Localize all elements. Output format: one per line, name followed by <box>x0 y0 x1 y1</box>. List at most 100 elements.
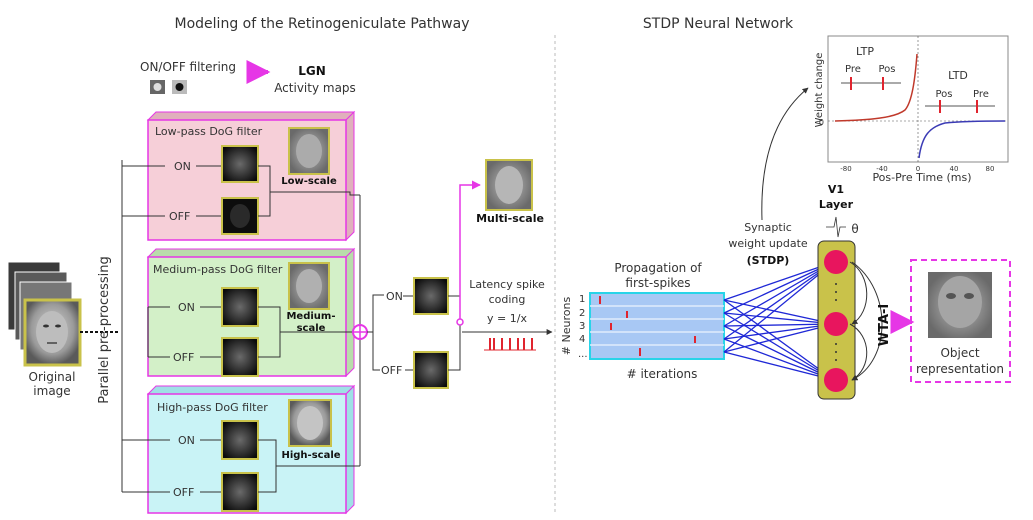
filter-med-side <box>345 247 355 378</box>
high-off-map <box>221 472 259 512</box>
prop-row-5: ... <box>578 349 588 360</box>
filter-high-side <box>345 384 355 515</box>
ltp-label: LTP <box>856 45 874 58</box>
low-scale-face <box>296 134 322 168</box>
low-off-glow <box>230 204 250 228</box>
filter-low-top <box>146 111 356 121</box>
v1-label-1: V1 <box>828 183 844 196</box>
ltp-pos-label: Pos <box>878 64 895 75</box>
threshold-spike-icon <box>826 216 846 238</box>
face-eye-left <box>43 324 49 328</box>
filter-low-title: Low-pass DoG filter <box>155 125 263 138</box>
high-on-map <box>221 420 259 460</box>
object-label-2: representation <box>916 362 1004 376</box>
parallel-label: Parallel pre-processing <box>97 256 112 404</box>
spike-train <box>484 338 536 351</box>
prop-grid-lines <box>590 305 724 346</box>
stdp-tick-3: 0 <box>916 165 920 173</box>
network-connections <box>723 261 835 381</box>
original-label-2: image <box>33 384 70 398</box>
v1-neuron-1 <box>824 250 848 274</box>
onoff-label: ON/OFF filtering <box>140 60 236 74</box>
latency-label-1: Latency spike <box>469 278 545 291</box>
combined-on: ON <box>386 290 403 303</box>
lgn-label: LGN <box>298 64 326 78</box>
filter-med-off: OFF <box>173 351 194 364</box>
filter-low-scale: Low-scale <box>281 176 337 187</box>
stdp-tick-4: 40 <box>950 165 959 173</box>
prop-row-1: 1 <box>579 294 585 305</box>
multiscale-label: Multi-scale <box>476 212 544 225</box>
multiscale-face <box>495 166 523 204</box>
stdp-tick-1: -80 <box>840 165 851 173</box>
prop-title-2: first-spikes <box>625 276 690 290</box>
filter-high-top <box>146 385 356 395</box>
merge-node <box>456 318 464 326</box>
filter-high-scale: High-scale <box>281 450 340 461</box>
stdp-arrow <box>761 87 809 221</box>
object-box <box>910 259 1011 383</box>
filter-med-title: Medium-pass DoG filter <box>153 263 283 276</box>
v1-label-2: Layer <box>819 198 854 211</box>
ltd-curve <box>918 120 1006 159</box>
combined-merge <box>448 295 461 371</box>
v1-ellipsis <box>835 283 837 361</box>
theta-label: θ <box>851 222 858 236</box>
ltd-label: LTD <box>948 69 968 82</box>
ltp-pre-label: Pre <box>845 64 861 75</box>
combined-split <box>367 294 384 371</box>
stdp-tick-2: -40 <box>876 165 887 173</box>
stdp-xlabel: Pos-Pre Time (ms) <box>872 171 971 184</box>
stdp-zero-label: 0 <box>819 118 824 127</box>
stdp-ylabel: Weight change <box>814 53 825 128</box>
v1-neuron-2 <box>824 312 848 336</box>
synaptic-label-1: Synaptic <box>744 221 792 234</box>
latency-formula: y = 1/x <box>487 312 527 325</box>
prop-title-1: Propagation of <box>614 261 702 275</box>
prop-xlabel: # iterations <box>627 367 698 381</box>
prop-ylabel: # Neurons <box>560 297 573 356</box>
low-on-map <box>221 145 259 183</box>
synaptic-label-3: (STDP) <box>747 254 790 267</box>
filter-high-off: OFF <box>173 486 194 499</box>
object-eye-r <box>964 293 974 299</box>
filter-low-on: ON <box>174 160 191 173</box>
v1-neuron-3 <box>824 368 848 392</box>
original-label-1: Original <box>29 370 76 384</box>
wta-label: WTA-I <box>877 304 892 347</box>
wta-inhibition-arcs <box>849 261 883 381</box>
med-off-map <box>221 337 259 377</box>
on-filter-center-icon <box>153 83 162 91</box>
ltd-pos-label: Pos <box>935 89 952 100</box>
synaptic-label-2: weight update <box>728 237 808 250</box>
filter-med-scale-1: Medium- <box>286 311 335 322</box>
med-scale-face <box>296 269 322 303</box>
left-section-title: Modeling of the Retinogeniculate Pathway <box>175 16 470 32</box>
combined-off: OFF <box>381 364 402 377</box>
filter-med-scale-2: scale <box>297 323 326 334</box>
med-on-map <box>221 287 259 327</box>
low-merge <box>258 165 360 217</box>
filter-low-off: OFF <box>169 210 190 223</box>
stdp-tick-5: 80 <box>986 165 995 173</box>
off-filter-center-icon <box>175 83 184 91</box>
propagation-grid <box>589 292 725 360</box>
filter-med-on: ON <box>178 301 195 314</box>
original-face-shape <box>36 311 68 353</box>
to-multiscale-arrow <box>459 180 481 319</box>
object-face <box>938 276 982 328</box>
filter-med-top <box>146 248 356 258</box>
high-scale-face <box>297 406 323 440</box>
high-merge <box>258 439 360 493</box>
object-label-1: Object <box>940 346 979 360</box>
first-spikes <box>599 296 696 356</box>
combined-off-map <box>413 351 449 389</box>
right-section-title: STDP Neural Network <box>643 16 794 32</box>
prop-row-2: 2 <box>579 308 585 319</box>
med-merge <box>258 306 354 358</box>
prop-row-4: 4 <box>579 334 585 345</box>
filter-high-title: High-pass DoG filter <box>157 401 268 414</box>
object-eye-l <box>946 293 956 299</box>
latency-label-2: coding <box>489 293 526 306</box>
